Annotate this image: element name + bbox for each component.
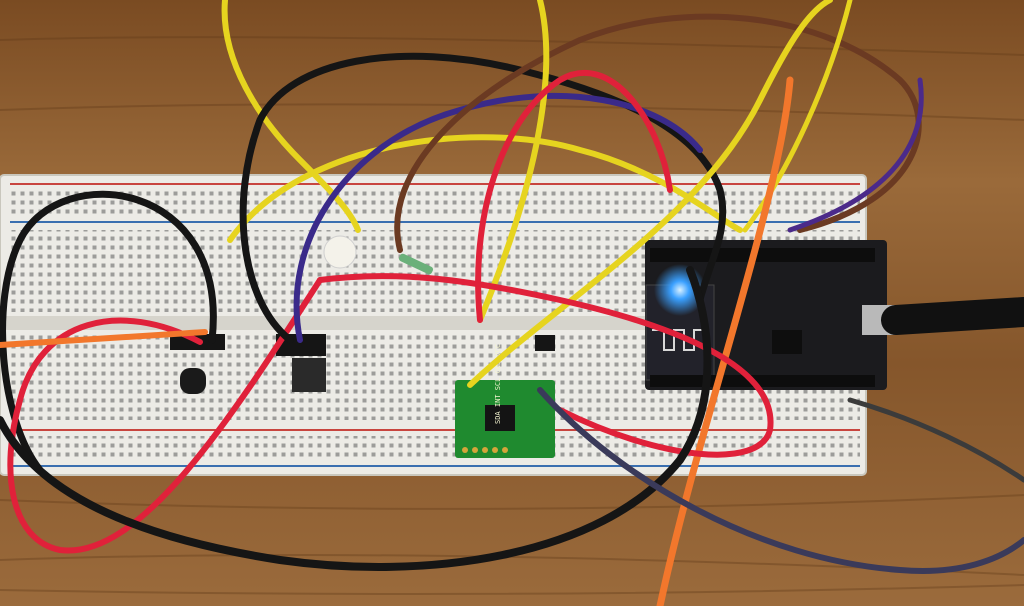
wire-yellow-long <box>467 0 833 388</box>
esp-dev-board <box>645 240 896 390</box>
usb-chip <box>772 330 802 354</box>
wire-yellow-far-right <box>742 0 853 233</box>
resistor <box>398 253 434 275</box>
wire-brown-top <box>394 13 922 253</box>
usb-cable <box>881 297 1024 335</box>
wire-orange-left <box>0 329 208 348</box>
clear-led <box>323 235 357 269</box>
wire-orange-right <box>656 76 794 606</box>
sensor-pin-labels: SDA INT SCL GND VCC <box>494 344 502 424</box>
wood-grain <box>0 36 1024 595</box>
wire-black-left-loop <box>0 190 217 474</box>
black-connector-right <box>535 335 555 351</box>
wire-black-bottom <box>0 266 712 571</box>
wire-gray-right <box>847 397 1024 483</box>
wire-red-center <box>317 273 774 458</box>
wire-red-top <box>475 70 673 323</box>
transistor-left <box>180 368 206 394</box>
wire-purple-bottom <box>537 387 1024 574</box>
wire-yellow-right <box>477 0 550 323</box>
push-button <box>292 358 326 392</box>
sensor-chip <box>485 405 515 431</box>
wire-red-left <box>7 277 323 554</box>
wire-yellow-top-left <box>221 0 361 233</box>
wire-yellow-mid <box>227 134 743 243</box>
sensor-module: SDA INT SCL GND VCC <box>455 344 555 458</box>
wire-purple-right <box>787 77 924 233</box>
wire-black-top <box>239 52 727 344</box>
